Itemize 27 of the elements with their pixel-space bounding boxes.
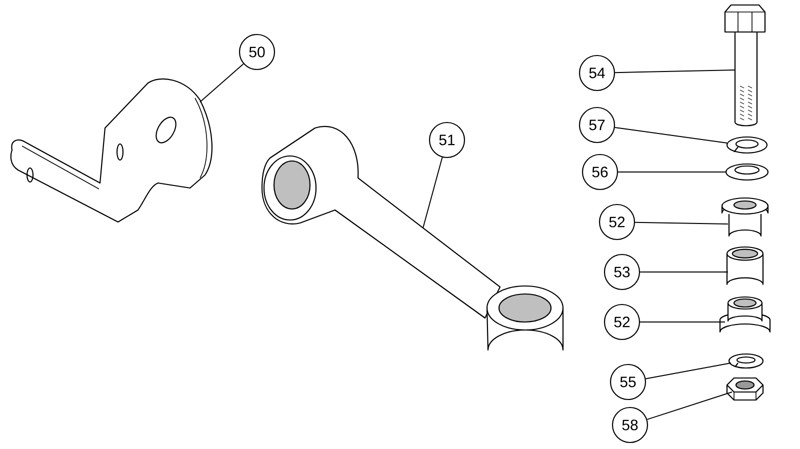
bracket-drawing — [10, 78, 212, 223]
callout-number: 52 — [598, 204, 636, 240]
leader-line — [614, 70, 736, 74]
leader-line — [422, 156, 443, 228]
lock-washer-drawing — [728, 353, 764, 369]
callout-number: 57 — [578, 106, 616, 144]
flat-washer-drawing — [725, 163, 769, 181]
leader-line — [200, 63, 244, 102]
idler-arm-drawing — [261, 126, 564, 351]
nut-drawing — [726, 377, 764, 401]
callout-number: 56 — [582, 154, 618, 190]
callout-number: 58 — [612, 406, 648, 444]
bushing-drawing — [719, 296, 771, 333]
sleeve-drawing — [726, 246, 764, 285]
callout-number: 52 — [604, 304, 640, 340]
leader-line — [645, 362, 732, 380]
callout-number: 54 — [578, 54, 616, 92]
bolt-drawing — [724, 4, 766, 126]
callout-number: 51 — [428, 122, 466, 158]
bushing-drawing — [721, 197, 769, 237]
leader-line — [614, 126, 728, 144]
callout-number: 55 — [610, 364, 646, 400]
callout-number: 50 — [238, 34, 276, 70]
leader-line — [634, 222, 728, 224]
callout-number: 53 — [604, 254, 640, 290]
leader-line — [646, 392, 732, 420]
lock-washer-drawing — [726, 136, 768, 154]
